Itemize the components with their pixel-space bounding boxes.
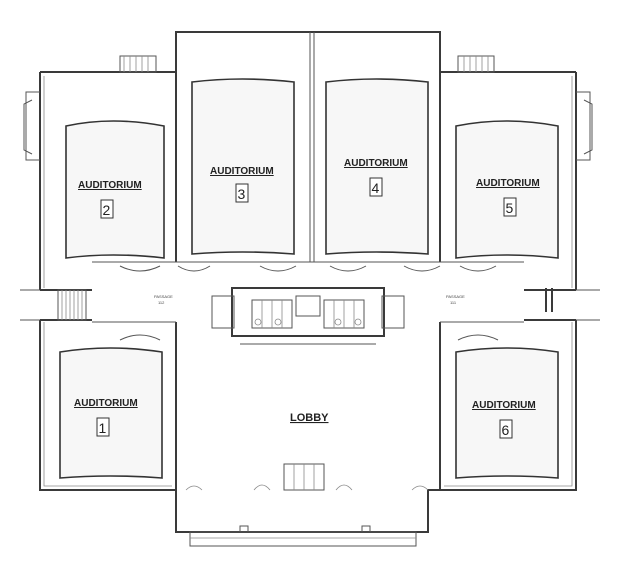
auditorium-1-label: AUDITORIUM [74,398,138,409]
auditorium-4-number: 4 [372,180,380,196]
auditorium-2-number: 2 [103,202,111,218]
passage-band [20,261,600,323]
auditorium-6-number: 6 [502,422,510,438]
entry-curves [119,265,499,341]
auditorium-4-label: AUDITORIUM [344,158,408,169]
auditorium-4: AUDITORIUM 4 [325,78,429,255]
auditorium-5-number: 5 [506,200,514,216]
auditorium-2: AUDITORIUM 2 [65,120,165,259]
auditorium-3-label: AUDITORIUM [210,166,274,177]
passage-left-label: PASSAGE [154,294,173,299]
auditorium-6: AUDITORIUM 6 [455,347,559,479]
restroom-core [211,287,405,345]
auditorium-5: AUDITORIUM 5 [455,120,559,259]
side-exits [23,55,593,161]
auditorium-3-number: 3 [238,186,246,202]
auditorium-6-label: AUDITORIUM [472,400,536,411]
lobby: LOBBY [185,412,429,491]
passage-left-number: 112 [158,300,165,305]
lobby-label: LOBBY [290,412,329,424]
passage-right-label: PASSAGE [446,294,465,299]
front-canopy [189,525,417,547]
auditorium-1-number: 1 [99,420,107,436]
auditorium-2-label: AUDITORIUM [78,180,142,191]
auditorium-1: AUDITORIUM 1 [59,347,163,479]
auditorium-5-label: AUDITORIUM [476,178,540,189]
auditorium-3: AUDITORIUM 3 [191,78,295,255]
passage-right-number: 111 [450,300,457,305]
building-outline [39,31,577,533]
